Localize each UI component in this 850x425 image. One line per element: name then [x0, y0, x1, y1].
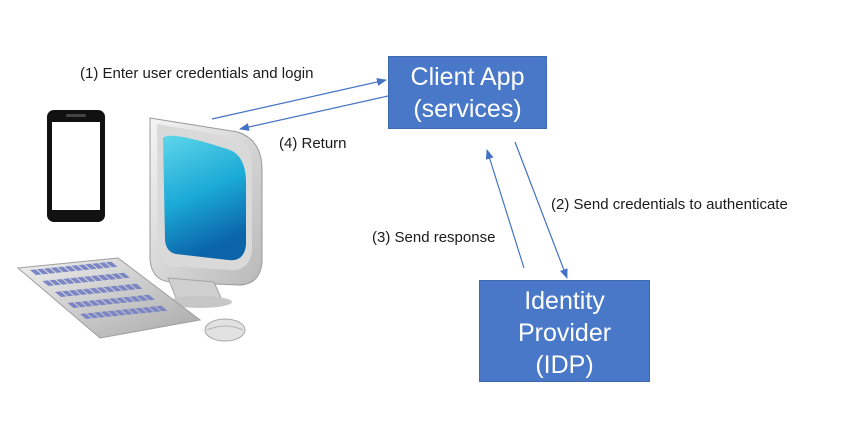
keyboard-key	[55, 291, 67, 297]
step-4-label: (4) Return	[279, 135, 347, 152]
keyboard-key	[96, 287, 108, 293]
keyboard-key	[92, 263, 104, 269]
idp-line-1: Identity	[524, 287, 605, 315]
keyboard-key	[121, 309, 133, 315]
keyboard-key	[100, 311, 113, 317]
keyboard-key	[99, 262, 111, 268]
keyboard-key	[74, 301, 86, 308]
keyboard-key	[90, 275, 103, 282]
client-app-box: Client App (services)	[388, 56, 547, 129]
keyboard-key	[102, 298, 114, 305]
keyboard-key	[122, 296, 135, 303]
keyboard-key	[30, 269, 42, 275]
keyboard-key	[42, 280, 54, 286]
keyboard-key	[57, 266, 70, 273]
step-1-label: (1) Enter user credentials and login	[80, 65, 314, 82]
keyboard-key	[135, 307, 147, 314]
keyboard-key	[149, 306, 161, 312]
idp-line-3: (IDP)	[535, 351, 594, 379]
keyboard-key	[117, 285, 129, 291]
keyboard-key	[155, 305, 168, 312]
keyboard-key	[81, 301, 93, 307]
keyboard-key	[108, 298, 121, 304]
keyboard-key	[82, 288, 95, 295]
arrow-step-4	[239, 95, 389, 131]
keyboard-key	[43, 268, 56, 274]
step-3-label: (3) Send response	[372, 229, 496, 246]
smartphone-icon	[47, 110, 105, 222]
keyboard-key	[114, 309, 126, 316]
keyboard-key	[68, 290, 81, 296]
mouse-icon	[204, 318, 246, 342]
desktop-computer-icon	[149, 117, 263, 308]
client-app-title: Client App	[410, 62, 525, 91]
keyboard-key	[95, 299, 107, 306]
keyboard-key	[56, 279, 68, 285]
keyboard-key	[93, 312, 106, 318]
keyboard-key	[88, 300, 100, 306]
keyboard-key	[71, 265, 83, 271]
keyboard-key	[104, 274, 117, 280]
keyboard-key	[142, 307, 154, 313]
idp-line-2: Provider	[517, 319, 612, 347]
arrow-step-2	[514, 141, 568, 279]
keyboard-key	[63, 278, 75, 284]
keyboard-key	[70, 277, 82, 284]
keyboard-key	[143, 294, 155, 301]
keyboard-key	[83, 276, 96, 282]
keyboard-key	[97, 274, 110, 281]
keyboard-key	[85, 263, 97, 270]
keyboard-key	[110, 285, 122, 292]
keyboard-key	[50, 267, 63, 273]
keyboard-key	[118, 272, 130, 279]
keyboard-key	[36, 268, 49, 275]
keyboard-key	[67, 302, 79, 308]
keyboard-key	[86, 312, 99, 319]
step-2-label: (2) Send credentials to authenticate	[551, 196, 788, 213]
keyboard-key	[80, 313, 92, 319]
keyboard-key	[128, 308, 140, 315]
keyboard-key	[111, 273, 123, 279]
keyboard-key	[61, 290, 74, 297]
keyboard-key	[89, 287, 101, 294]
keyboard-key	[115, 297, 128, 304]
keyboard-key	[75, 289, 88, 295]
keyboard-key	[103, 286, 115, 293]
arrow-step-1	[211, 78, 387, 120]
keyboard-key	[77, 276, 89, 283]
keyboard-key	[130, 283, 143, 290]
keyboard-key	[124, 284, 136, 290]
keyboard-key	[49, 279, 61, 286]
keyboard-icon	[16, 257, 202, 339]
arrow-step-3	[485, 149, 525, 269]
client-app-subtitle: (services)	[413, 94, 522, 123]
keyboard-key	[129, 296, 142, 302]
keyboard-key	[107, 310, 120, 317]
keyboard-key	[78, 264, 90, 271]
keyboard-key	[64, 265, 76, 272]
keyboard-key	[136, 295, 148, 301]
identity-provider-box: Identity Provider (IDP)	[479, 280, 650, 382]
keyboard-key	[105, 261, 118, 268]
